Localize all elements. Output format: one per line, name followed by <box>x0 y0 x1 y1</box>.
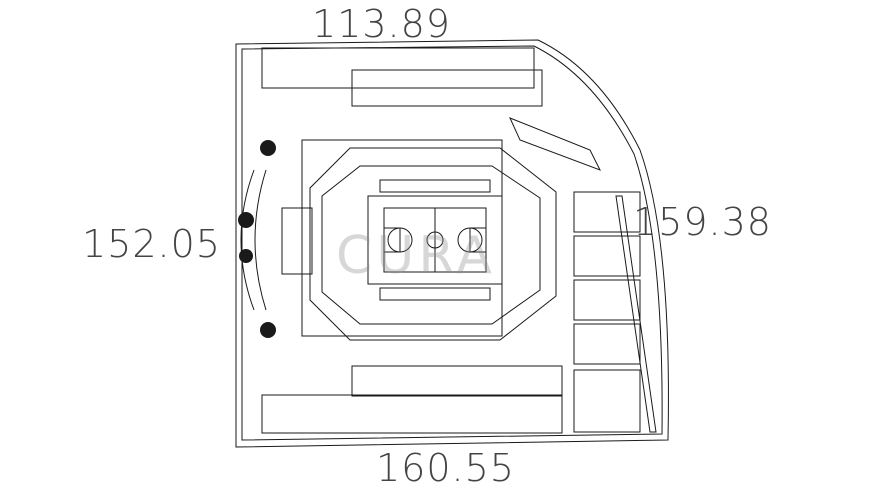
left-plaza-arc-2 <box>254 169 267 311</box>
tree-4 <box>260 322 276 338</box>
parking-top-row <box>261 47 535 89</box>
dimension-right: 159.38 <box>633 200 772 244</box>
dimension-bottom: 160.55 <box>376 446 515 490</box>
court-arc-left <box>387 227 413 253</box>
entrance-block <box>281 207 313 275</box>
court-center-circle <box>426 231 444 249</box>
tree-2 <box>238 212 254 228</box>
court-key-left <box>384 227 401 253</box>
stand-top <box>379 179 491 193</box>
court-key-right <box>469 227 486 253</box>
arena-outer <box>309 147 557 341</box>
site-boundary <box>235 39 669 448</box>
dimension-left: 152.05 <box>82 222 221 266</box>
parking-bottom-row-2 <box>351 365 563 397</box>
parking-diagonal <box>509 117 602 171</box>
parking-right-1 <box>573 191 641 233</box>
court-surround <box>367 195 503 285</box>
right-road-line <box>615 195 657 433</box>
parking-top-row-2 <box>351 69 543 107</box>
arena-inner <box>321 165 541 325</box>
parking-bottom-row <box>261 394 563 434</box>
parking-right-4 <box>573 323 641 365</box>
site-boundary-inner <box>241 45 663 441</box>
court-arc-right <box>457 227 483 253</box>
watermark: CURA <box>336 226 496 286</box>
parking-right-5 <box>573 369 641 433</box>
dimension-top: 113.89 <box>312 2 451 46</box>
parking-right-2 <box>573 235 641 277</box>
tree-1 <box>260 140 276 156</box>
parking-right-3 <box>573 279 641 321</box>
tree-3 <box>239 249 253 263</box>
stand-bottom <box>379 287 491 301</box>
left-plaza-arc <box>240 169 255 311</box>
